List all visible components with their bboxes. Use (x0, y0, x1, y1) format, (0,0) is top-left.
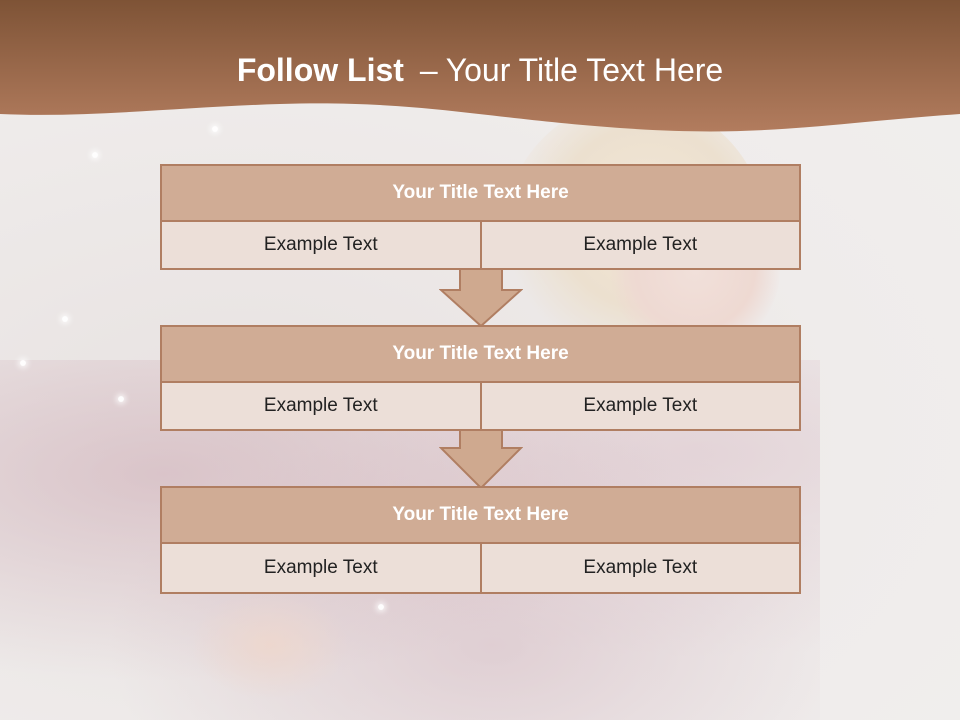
title-bold: Follow List (236, 52, 404, 88)
box-row: Example Text Example Text (162, 222, 799, 268)
sparkle (92, 152, 98, 158)
box-cell-right: Example Text (479, 222, 799, 268)
sparkle (378, 604, 384, 610)
box-cell-right: Example Text (479, 544, 799, 592)
box-cell-left: Example Text (162, 383, 480, 429)
flow-box-3: Your Title Text Here Example Text Exampl… (160, 486, 801, 594)
box-title: Your Title Text Here (162, 166, 799, 222)
box-title: Your Title Text Here (162, 488, 799, 544)
box-cell-left: Example Text (162, 222, 480, 268)
slide-title: Follow List–Your Title Text Here (0, 52, 960, 89)
flow-box-1: Your Title Text Here Example Text Exampl… (160, 164, 801, 270)
sparkle (118, 396, 124, 402)
sparkle (212, 126, 218, 132)
sparkle (20, 360, 26, 366)
title-rest: Your Title Text Here (445, 52, 724, 88)
box-cell-right: Example Text (479, 383, 799, 429)
down-arrow-icon (439, 430, 523, 490)
flow-box-2: Your Title Text Here Example Text Exampl… (160, 325, 801, 431)
title-dash: – (419, 52, 438, 88)
box-cell-left: Example Text (162, 544, 480, 592)
background-hand (190, 590, 350, 700)
box-row: Example Text Example Text (162, 383, 799, 429)
down-arrow-icon (439, 268, 523, 328)
box-row: Example Text Example Text (162, 544, 799, 592)
sparkle (62, 316, 68, 322)
title-banner (0, 0, 960, 132)
box-title: Your Title Text Here (162, 327, 799, 383)
